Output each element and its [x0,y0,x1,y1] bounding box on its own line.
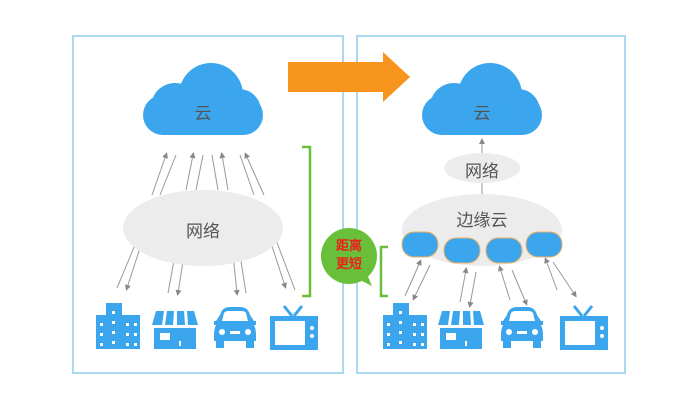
callout-line-2: 更短 [335,257,362,272]
edge-nodes [401,231,563,264]
transition-arrow-icon [288,52,410,102]
right-tv-icon [558,304,610,352]
left-tv-icon [268,304,320,352]
distance-callout-bubble [321,228,377,286]
edge-node-icon [525,231,563,258]
left-network-label: 网络 [186,222,220,242]
left-car-icon [214,307,256,348]
right-network-label: 网络 [465,162,499,182]
edge-node-icon [443,237,481,264]
left-distance-bracket [302,145,312,298]
callout-line-1: 距离 [335,239,362,254]
left-store-icon [152,311,198,349]
left-building-icon [96,303,140,349]
right-car-icon [501,307,543,348]
edge-arrows [404,257,577,308]
callout-text: 距离 更短 [325,238,373,274]
right-building-icon [383,303,427,349]
left-cloud-label: 云 [194,104,212,124]
edge-node-icon [485,237,523,264]
right-cloud-label: 云 [473,104,491,124]
left-network-ellipse [123,190,283,266]
right-distance-bracket [379,245,388,298]
edge-cloud-label: 边缘云 [456,211,508,231]
right-network-ellipse [444,153,520,183]
edge-node-icon [401,231,439,258]
right-store-icon [438,311,484,349]
